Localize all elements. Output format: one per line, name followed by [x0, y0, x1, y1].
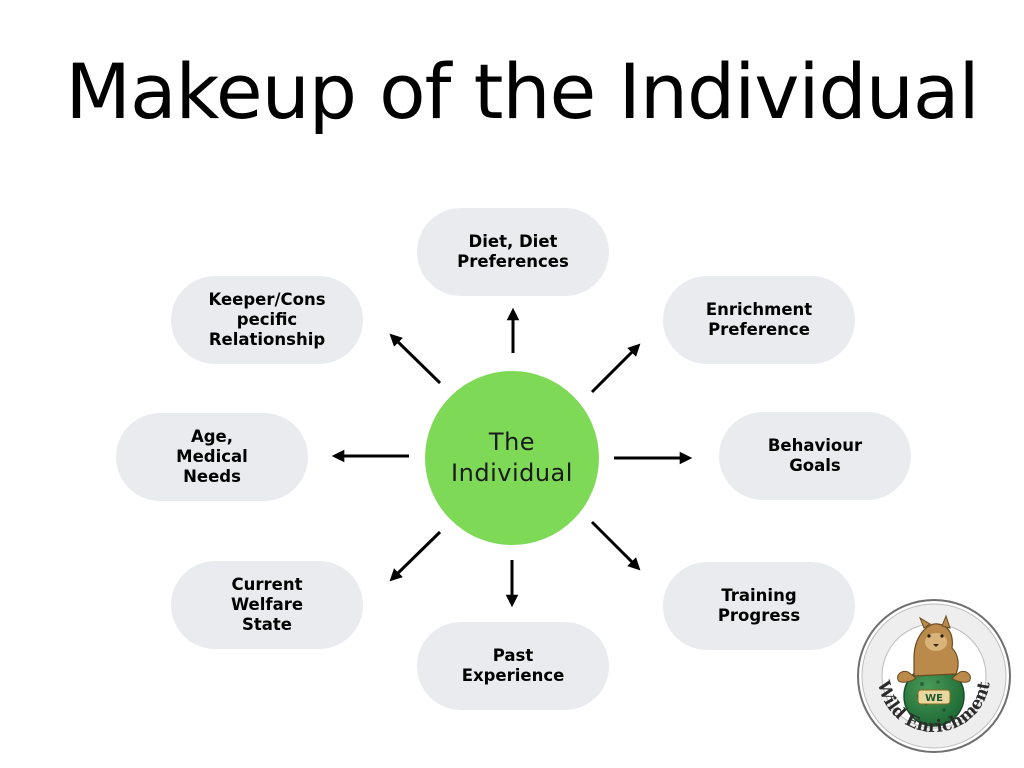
node-welfare: Current Welfare State — [171, 561, 363, 649]
node-past-label: Past Experience — [461, 646, 565, 685]
arrow-to-enrichment — [590, 343, 641, 394]
center-node: The Individual — [425, 371, 599, 545]
node-enrichment: Enrichment Preference — [663, 276, 855, 364]
we-badge: WE — [917, 689, 951, 705]
node-enrichment-label: Enrichment Preference — [705, 300, 813, 339]
node-age: Age, Medical Needs — [116, 413, 308, 501]
node-behaviour-label: Behaviour Goals — [767, 436, 863, 475]
node-keeper-label: Keeper/Cons pecific Relationship — [208, 290, 326, 349]
node-keeper: Keeper/Cons pecific Relationship — [171, 276, 363, 364]
arrow-to-keeper — [389, 333, 442, 385]
node-behaviour: Behaviour Goals — [719, 412, 911, 500]
node-diet: Diet, Diet Preferences — [417, 208, 609, 296]
node-age-label: Age, Medical Needs — [176, 427, 248, 486]
center-node-label: The Individual — [451, 428, 573, 487]
arrow-to-welfare — [389, 530, 442, 582]
node-diet-label: Diet, Diet Preferences — [457, 232, 569, 271]
node-training: Training Progress — [663, 562, 855, 650]
arrow-to-training — [590, 520, 641, 571]
wild-enrichment-logo: WE Wild Enrichment — [857, 599, 1011, 753]
node-past: Past Experience — [417, 622, 609, 710]
svg-text:WE: WE — [925, 693, 943, 704]
page-title: Makeup of the Individual — [65, 47, 979, 136]
node-welfare-label: Current Welfare State — [230, 575, 304, 634]
node-training-label: Training Progress — [717, 586, 801, 625]
